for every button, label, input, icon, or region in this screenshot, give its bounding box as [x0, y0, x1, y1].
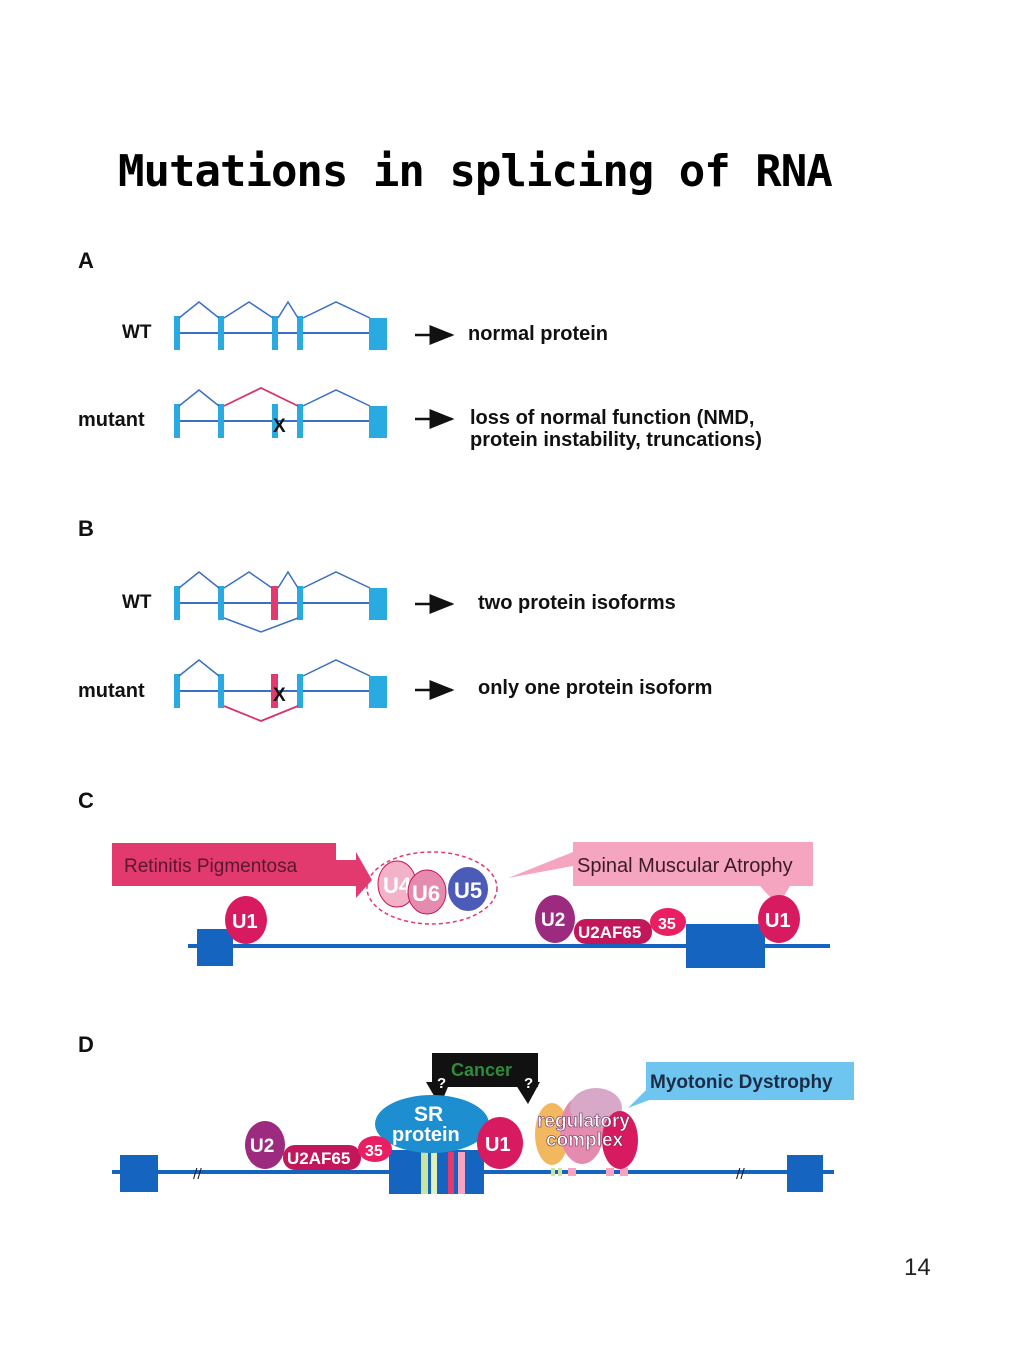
svg-text:SR: SR [414, 1103, 443, 1126]
svg-text:U5: U5 [454, 878, 482, 903]
svg-text:U2: U2 [541, 910, 565, 931]
svg-text:U2AF65: U2AF65 [287, 1149, 350, 1168]
panel-c-snrnp-outline [366, 851, 498, 925]
page-number: 14 [904, 1254, 931, 1281]
panel-c-snrnp-u4: U4 [377, 860, 417, 908]
panel-d-myotonic-box: Myotonic Dystrophy [628, 1062, 854, 1108]
panel-c-u2af35: 35 [650, 908, 686, 936]
panel-c-exon-left [197, 929, 233, 966]
page-title: Mutations in splicing of RNA [118, 146, 833, 197]
svg-text:U6: U6 [412, 881, 440, 906]
panel-c-disease-left: Retinitis Pigmentosa [124, 856, 298, 877]
panel-d-letter: D [78, 1032, 94, 1057]
panel-c-u1-right: U1 [758, 895, 800, 943]
panel-c-u2: U2 [535, 895, 575, 943]
svg-text:U2: U2 [250, 1136, 274, 1157]
panel-c-u1-left: U1 [225, 896, 267, 944]
svg-text:protein: protein [392, 1124, 460, 1146]
panel-a-letter: A [78, 248, 94, 273]
panel-d-break-right: // [736, 1167, 745, 1182]
panel-d-sr-protein: SR protein [375, 1095, 489, 1153]
panel-b-mutant-label: mutant [78, 680, 145, 702]
panel-c-sma-box: Spinal Muscular Atrophy [508, 842, 813, 906]
panel-c-exon-right [686, 924, 765, 968]
panel-a-wt-label: WT [122, 322, 152, 343]
panel-a-mutant-gene: mutant X [78, 386, 387, 438]
svg-text:U1: U1 [485, 1134, 511, 1156]
panel-d-break-left: // [193, 1167, 202, 1182]
panel-a-mutant-splice [223, 386, 299, 407]
panel-a-wt-gene: WT [122, 300, 387, 350]
panel-d-cancer-box: Cancer ? ? [426, 1053, 540, 1106]
panel-d-u1: U1 [477, 1117, 523, 1169]
panel-d-cancer-label: Cancer [451, 1060, 512, 1080]
panel-b-mutant-splice [223, 705, 299, 722]
panel-a-mutant-result-line2: protein instability, truncations) [470, 429, 762, 451]
svg-text:U2AF65: U2AF65 [578, 923, 641, 942]
panel-c-disease-right: Spinal Muscular Atrophy [577, 855, 793, 877]
svg-text:U1: U1 [232, 911, 258, 933]
panel-a-wt-result: normal protein [468, 323, 608, 345]
panel-d-exon-right [787, 1155, 823, 1192]
svg-text:U1: U1 [765, 910, 791, 932]
panel-b-mutant-gene: mutant X [78, 659, 387, 722]
panel-c-letter: C [78, 788, 94, 813]
panel-d-regulatory-complex: regulatory complex [535, 1088, 638, 1169]
panel-a-mutant-label: mutant [78, 409, 145, 431]
panel-b-wt-gene: WT [122, 570, 387, 633]
panel-c-retinitis-box: Retinitis Pigmentosa [112, 843, 372, 898]
panel-a-mutant-result-line1: loss of normal function (NMD, [470, 407, 754, 429]
svg-text:35: 35 [365, 1143, 383, 1160]
panel-d-question-left: ? [437, 1075, 446, 1092]
panel-b-wt-result: two protein isoforms [478, 592, 676, 614]
panel-d-question-right: ? [524, 1075, 533, 1092]
panel-c-u2af65: U2AF65 [574, 919, 652, 944]
panel-b-letter: B [78, 516, 94, 541]
panel-a-mutation-mark: X [273, 416, 286, 437]
panel-b-wt-label: WT [122, 592, 152, 613]
svg-text:complex: complex [546, 1130, 624, 1151]
svg-text:U4: U4 [383, 873, 412, 898]
panel-d-u2: U2 [245, 1121, 285, 1169]
panel-b-mutant-result: only one protein isoform [478, 677, 712, 699]
panel-c-snrnp-u6: U6 [407, 869, 447, 915]
panel-d-u2af35: 35 [358, 1136, 392, 1162]
svg-text:35: 35 [658, 916, 676, 933]
panel-d-u2af65: U2AF65 [283, 1145, 361, 1170]
panel-c-snrnp-u5: U5 [448, 867, 488, 911]
panel-b-mutation-mark: X [273, 685, 286, 706]
panel-d-exon-left [120, 1155, 158, 1192]
svg-text:regulatory: regulatory [537, 1111, 630, 1132]
panel-d-myotonic-label: Myotonic Dystrophy [650, 1072, 833, 1093]
